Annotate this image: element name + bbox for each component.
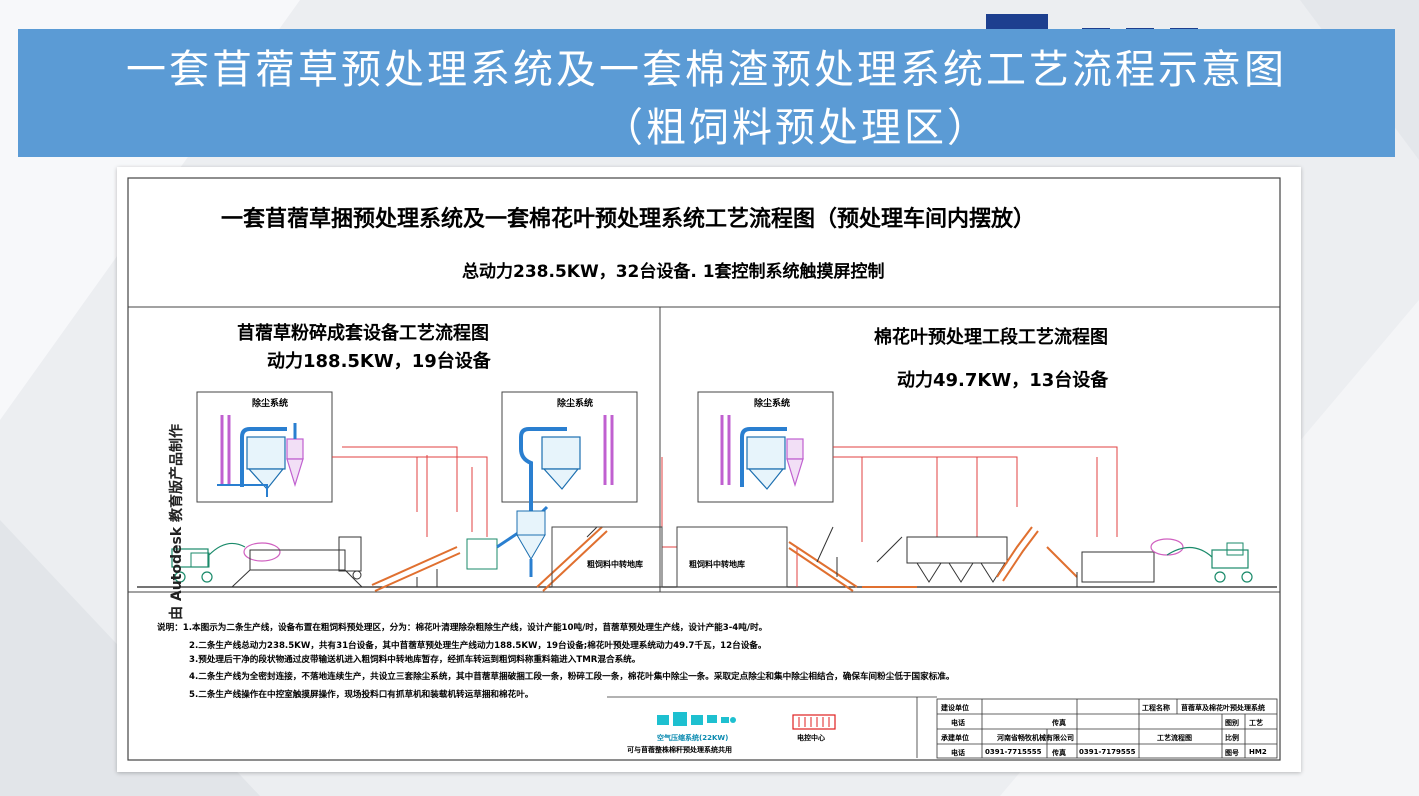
left-dust-label-1: 除尘系统	[252, 399, 289, 409]
tb-project: 工程名称	[1142, 704, 1170, 712]
tb-phone-2: 电话	[951, 749, 965, 757]
right-section-title: 棉花叶预处理工段工艺流程图	[874, 327, 1108, 348]
tb-contract-unit: 承建单位	[941, 734, 969, 742]
note-5: 5.二条生产线操作在中控室触摸屏操作，现场投料口有抓草机和装载机转运草捆和棉花叶…	[189, 690, 534, 700]
note-2: 2.二条生产线总动力238.5KW，共有31台设备，其中苜蓿草预处理生产线动力1…	[189, 641, 767, 651]
note-4: 4.二条生产线为全密封连接，不落地连续生产，共设立三套除尘系统，其中苜蓿草捆破捆…	[189, 672, 955, 682]
note-3: 3.预处理后干净的段状物通过皮带输送机进入粗饲料中转地库暂存，经抓车转运到粗饲料…	[189, 655, 641, 665]
left-store-label: 粗饲料中转地库	[587, 560, 643, 569]
drawing-main-subtitle: 总动力238.5KW，32台设备. 1套控制系统触摸屏控制	[462, 262, 885, 282]
tb-fax-2: 传真	[1052, 749, 1066, 757]
left-section-title: 苜蓿草粉碎成套设备工艺流程图	[237, 323, 489, 344]
slide-title: 一套苜蓿草预处理系统及一套棉渣预处理系统工艺流程示意图	[126, 47, 1287, 93]
left-dust-label-2: 除尘系统	[557, 399, 594, 409]
left-section-power: 动力188.5KW，19台设备	[267, 351, 491, 372]
drawing-main-title: 一套苜蓿草捆预处理系统及一套棉花叶预处理系统工艺流程图（预处理车间内摆放）	[221, 207, 1036, 232]
tb-phone-number: 0391-7715555	[985, 748, 1042, 756]
legend-control-center: 电控中心	[797, 734, 825, 742]
tb-fax-number: 0391-7179555	[1079, 748, 1136, 756]
tb-number-value: HM2	[1249, 748, 1267, 756]
tb-fax: 传真	[1052, 719, 1066, 727]
title-banner: 一套苜蓿草预处理系统及一套棉渣预处理系统工艺流程示意图 （粗饲料预处理区）	[18, 29, 1395, 157]
drawing-lines	[127, 177, 1281, 761]
tb-scale: 比例	[1225, 734, 1239, 742]
legend-air-system: 空气压缩系统(22KW)	[657, 734, 729, 742]
legend-air-note: 可与苜蓿整株棉秆预处理系统共用	[627, 746, 732, 754]
right-section-power: 动力49.7KW，13台设备	[897, 370, 1109, 391]
tb-drawing-name: 工艺流程图	[1157, 734, 1192, 742]
tb-category-value: 工艺	[1249, 719, 1263, 727]
tb-project-name: 苜蓿草及棉花叶预处理系统	[1181, 704, 1265, 712]
tb-build-unit: 建设单位	[941, 704, 969, 712]
process-flow-drawing: 一套苜蓿草捆预处理系统及一套棉花叶预处理系统工艺流程图（预处理车间内摆放） 总动…	[117, 167, 1301, 772]
right-dust-label: 除尘系统	[754, 399, 791, 409]
tb-phone: 电话	[951, 719, 965, 727]
slide-subtitle: （粗饲料预处理区）	[603, 105, 990, 151]
tb-category: 图别	[1225, 719, 1239, 727]
tb-number: 图号	[1225, 749, 1239, 757]
note-1: 说明：1.本图示为二条生产线，设备布置在粗饲料预处理区，分为：棉花叶清理除杂粗除…	[157, 623, 768, 633]
autodesk-watermark: 由 Autodesk 教育版产品制作	[169, 423, 185, 620]
tb-company: 河南省畅牧机械有限公司	[997, 734, 1074, 742]
right-store-label: 粗饲料中转地库	[689, 560, 745, 569]
